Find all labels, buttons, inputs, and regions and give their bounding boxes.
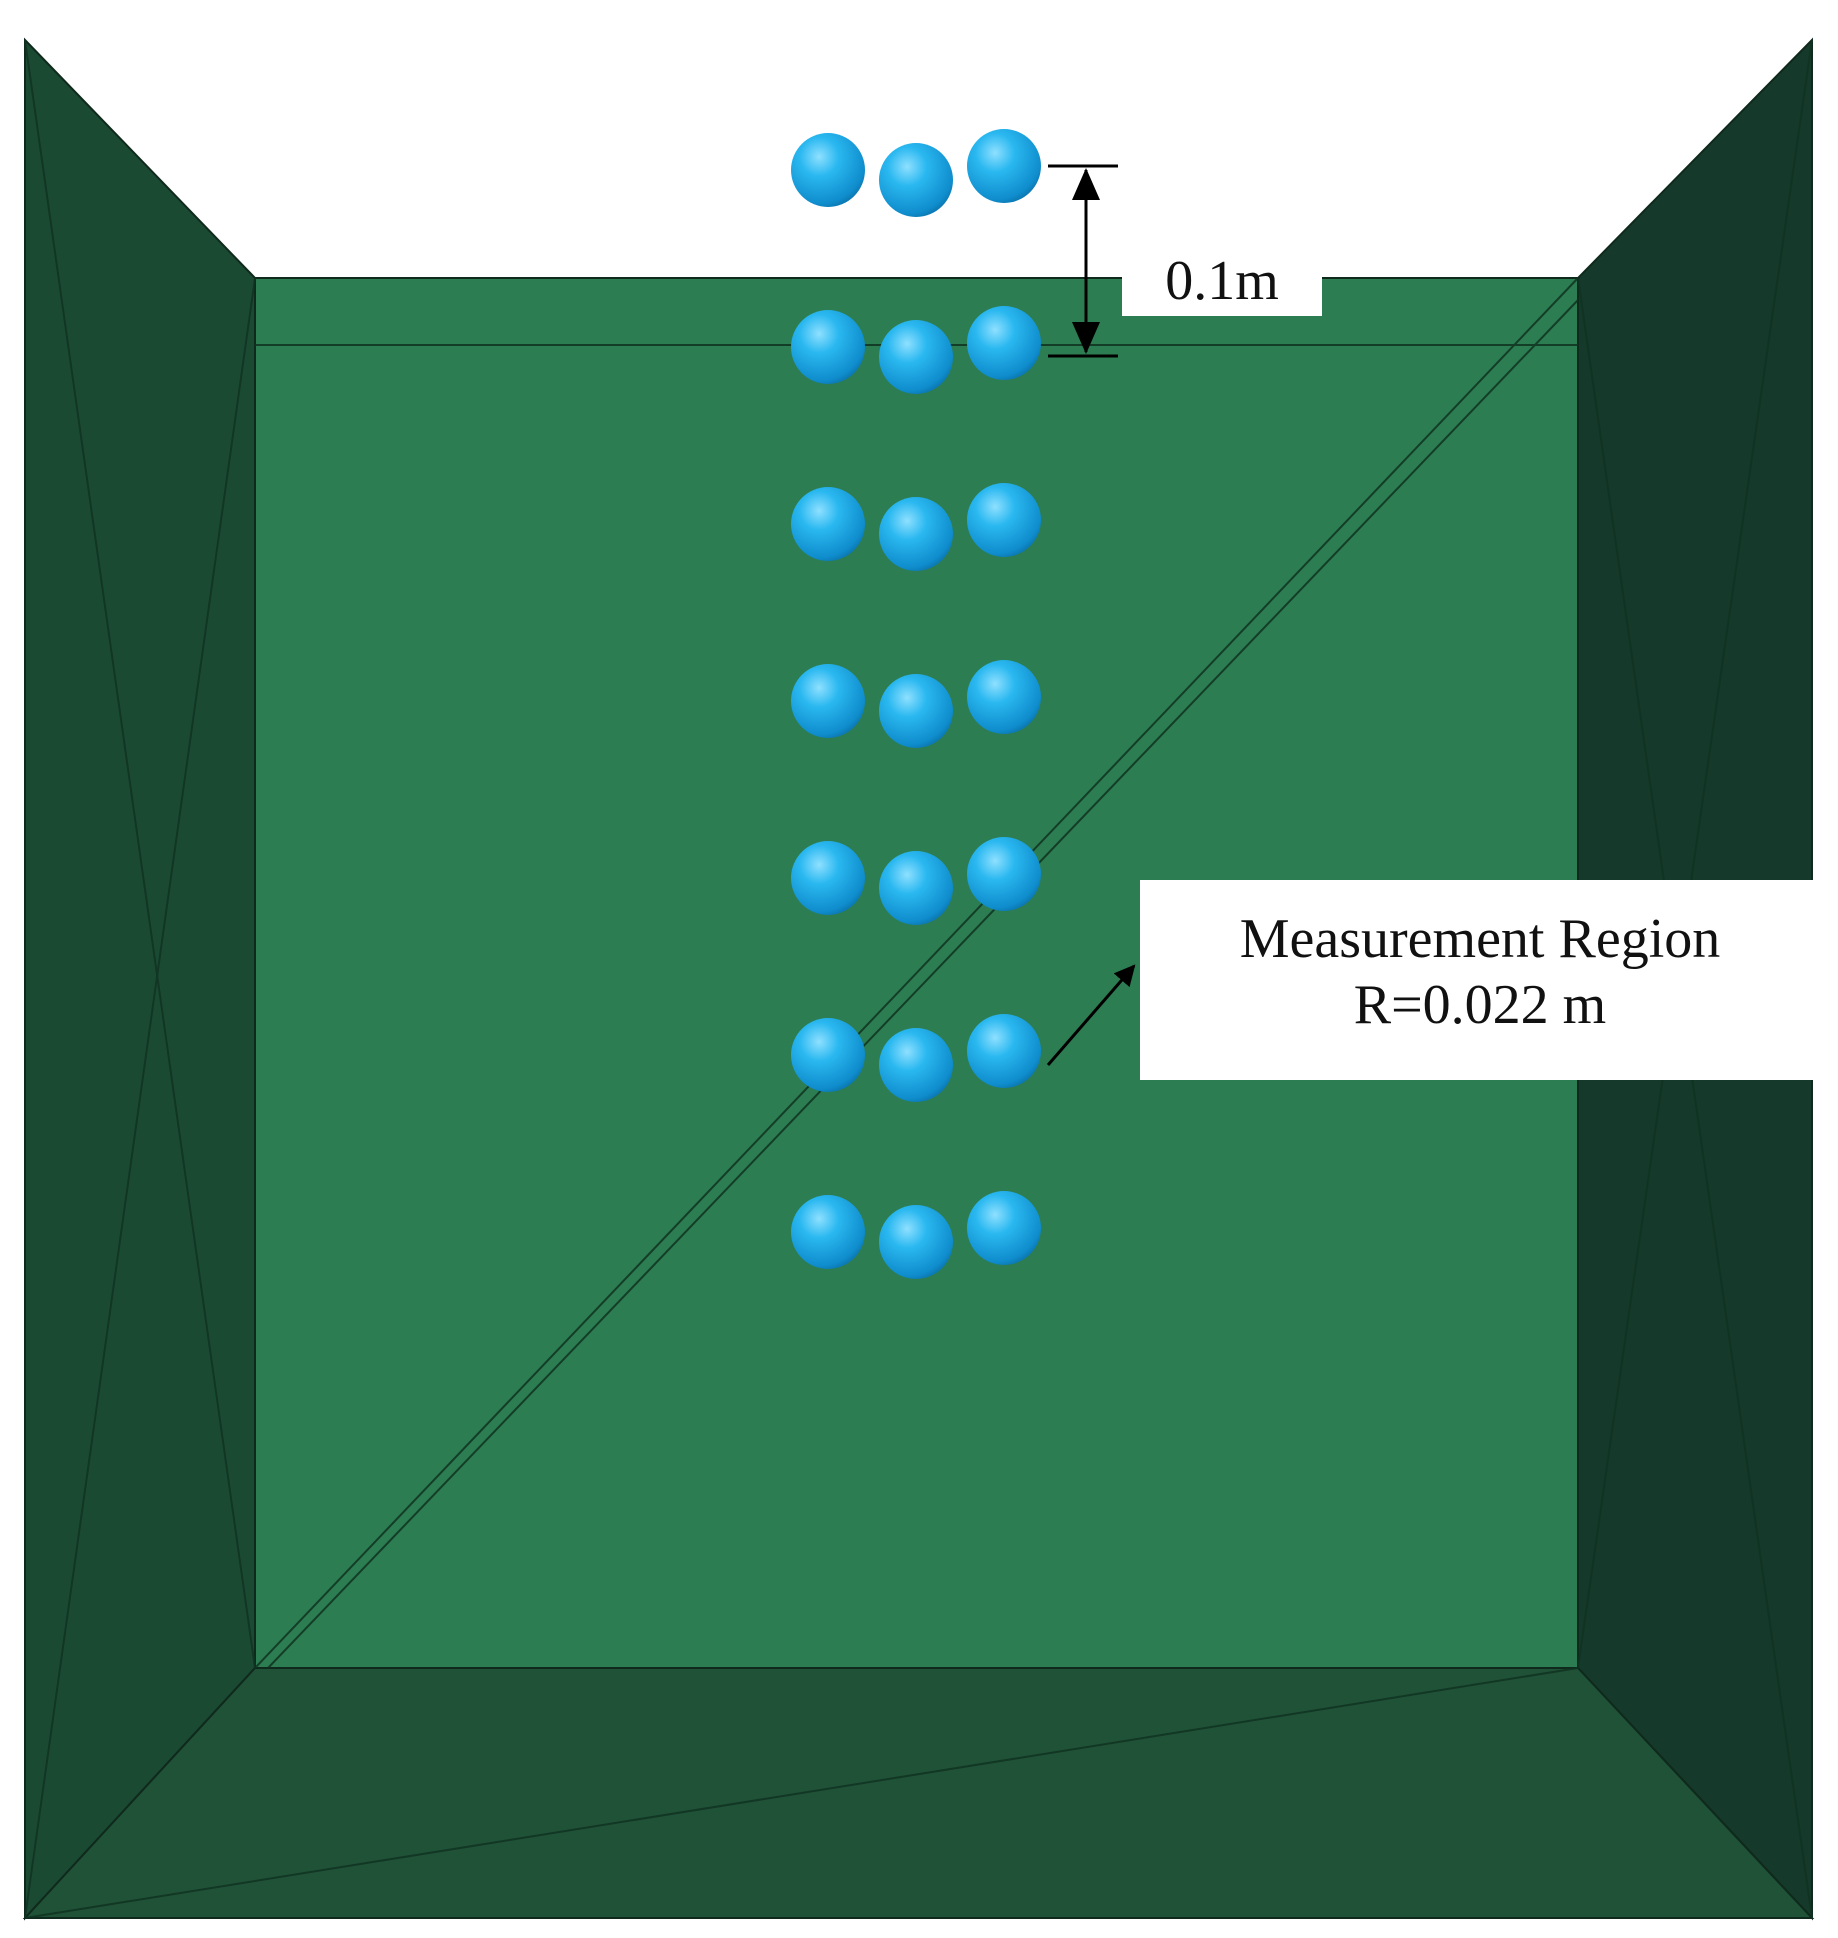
region-radius: R=0.022 m [1353,974,1607,1037]
spacing-label: 0.1m [1122,246,1322,316]
measurement-region-label: Measurement Region R=0.022 m [1140,880,1820,1080]
particle-sphere [967,1014,1041,1088]
particle-sphere [791,1018,865,1092]
particle-grid [791,129,1041,1279]
dimension-arrow-down [1072,322,1100,354]
left-wall [24,37,256,1921]
particle-sphere [967,1191,1041,1265]
particle-sphere [791,664,865,738]
particle-sphere [879,1028,953,1102]
spacing-dimension [1048,164,1118,358]
particle-sphere [967,660,1041,734]
particle-sphere [791,1195,865,1269]
particle-sphere [791,841,865,915]
dimension-arrow-up [1072,168,1100,200]
region-pointer-arrow [1046,964,1136,1066]
particle-sphere [879,851,953,925]
particle-sphere [967,483,1041,557]
particle-sphere [879,674,953,748]
particle-sphere [879,143,953,217]
particle-sphere [791,133,865,207]
particle-sphere [791,487,865,561]
mesh-edges [24,39,1813,1919]
region-title: Measurement Region [1239,908,1721,970]
particle-sphere [967,129,1041,203]
particle-sphere [879,1205,953,1279]
particle-sphere [967,306,1041,380]
particle-sphere [791,310,865,384]
particle-sphere [967,837,1041,911]
particle-sphere [879,320,953,394]
bottom-wall [22,1667,1815,1919]
particle-sphere [879,497,953,571]
